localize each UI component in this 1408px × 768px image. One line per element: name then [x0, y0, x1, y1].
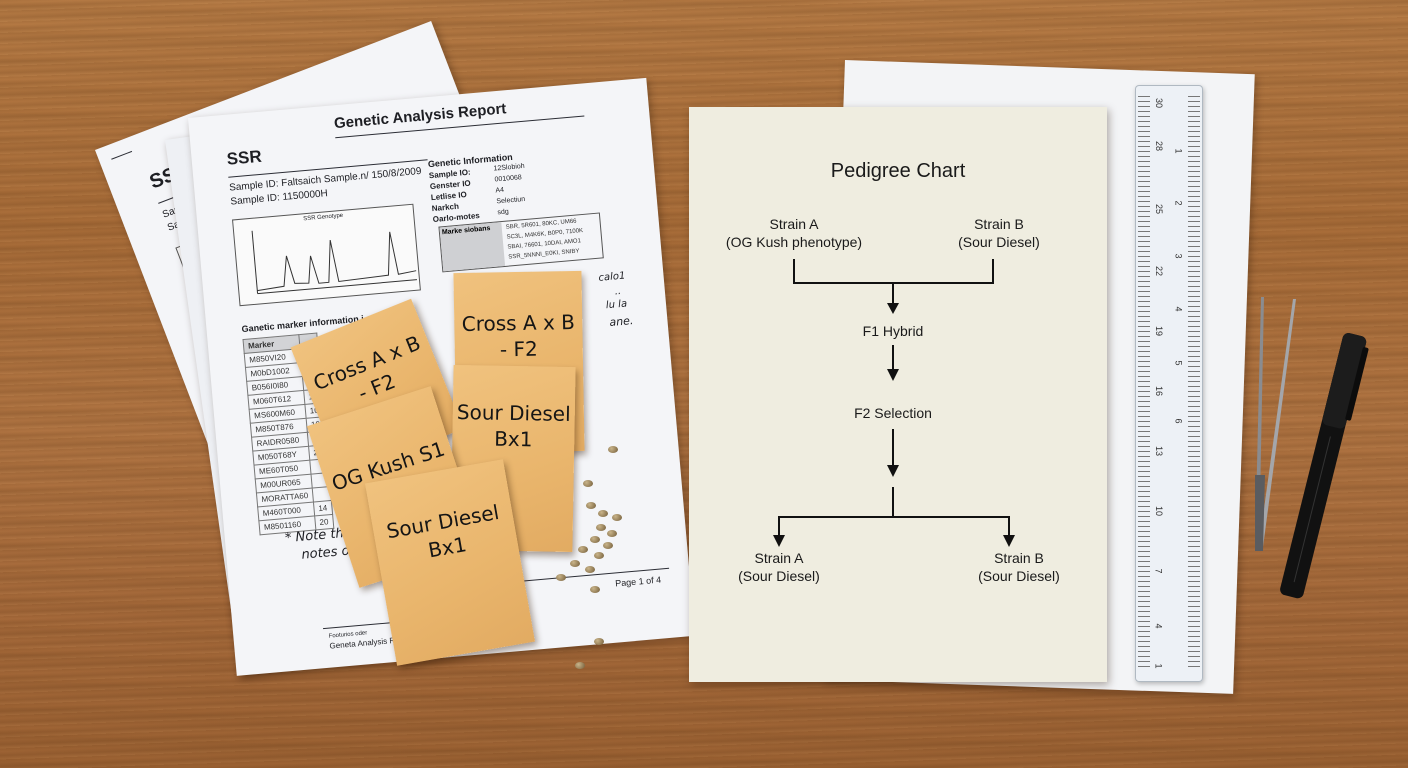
offspring-a-name: Strain A [754, 550, 804, 566]
handwritten-side-2: .. [614, 285, 622, 298]
handwritten-side-3: lu la [605, 298, 628, 312]
handwritten-side-4: ane. [608, 313, 634, 330]
parent-b-name: Strain B [974, 216, 1024, 232]
f1-hybrid: F1 Hybrid [862, 323, 924, 339]
page-number: Page 1 of 4 [614, 574, 662, 589]
parent-a-detail: (OG Kush phenotype) [725, 234, 863, 250]
pen-icon[interactable] [1270, 325, 1370, 615]
f2-selection: F2 Selection [854, 405, 932, 421]
tweezers-icon[interactable] [1245, 295, 1305, 565]
report-heading: SSR [225, 146, 263, 169]
parent-a-name: Strain A [769, 216, 819, 232]
parent-b-detail: (Sour Diesel) [958, 234, 1040, 250]
ruler[interactable]: 30 28 25 22 19 16 13 10 7 4 1 1 2 3 4 5 … [1135, 85, 1203, 682]
pedigree-connectors [773, 259, 1015, 547]
electropherogram-icon [251, 230, 418, 295]
main-report-sheet: Genetic Analysis Report SSR Sample ID: F… [188, 77, 696, 676]
offspring-b-detail: (Sour Diesel) [978, 568, 1060, 584]
offspring-a-detail: (Sour Diesel) [738, 568, 820, 584]
pedigree-chart-sheet: Pedigree Chart Strain A (OG Kush phenoty… [689, 107, 1107, 682]
handwritten-side-1: calo1 [598, 270, 626, 284]
pedigree-title: Pedigree Chart [830, 160, 966, 182]
marker-box: Marke siobans SBR, 5R601, 80KC, UM66 SC3… [438, 212, 604, 273]
report-title: Genetic Analysis Report [333, 100, 507, 133]
ssr-genotype-chart: SSR Genotype [232, 203, 421, 307]
offspring-b-name: Strain B [994, 550, 1044, 566]
